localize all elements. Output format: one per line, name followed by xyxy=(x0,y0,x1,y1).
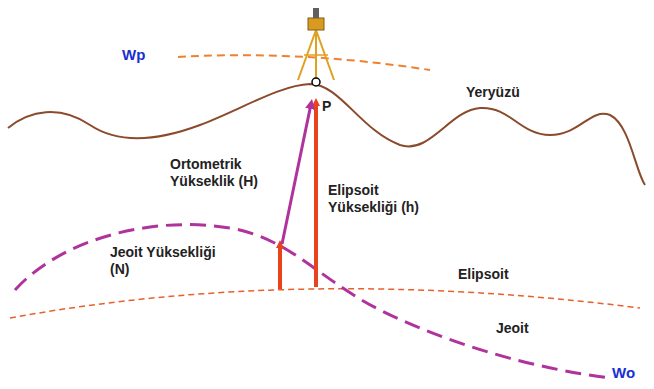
geoid-height-arrow xyxy=(278,244,282,289)
surface-label: Elipsoit xyxy=(458,266,509,283)
height-label: Ortometrik Yükseklik (H) xyxy=(170,156,280,190)
surface-label: Wo xyxy=(612,364,635,382)
ellipsoid-line xyxy=(10,289,640,318)
tripod-instrument xyxy=(298,30,334,80)
terrain-label: Yeryüzü xyxy=(466,84,520,101)
surface-label: Jeoit xyxy=(496,320,529,337)
surface-label: Wp xyxy=(122,46,145,64)
terrain-line xyxy=(8,84,645,185)
height-label: Jeoit Yüksekliği (N) xyxy=(110,244,220,278)
instrument-head xyxy=(308,18,324,30)
geoid-line xyxy=(15,225,612,378)
orthometric-height-arrow xyxy=(282,104,311,244)
point-p xyxy=(312,78,320,86)
point-label: P xyxy=(322,98,331,115)
ellipsoid-height-arrow xyxy=(314,102,318,287)
instrument-scope xyxy=(313,8,319,18)
height-label: Elipsoit Yüksekliği (h) xyxy=(328,182,428,216)
